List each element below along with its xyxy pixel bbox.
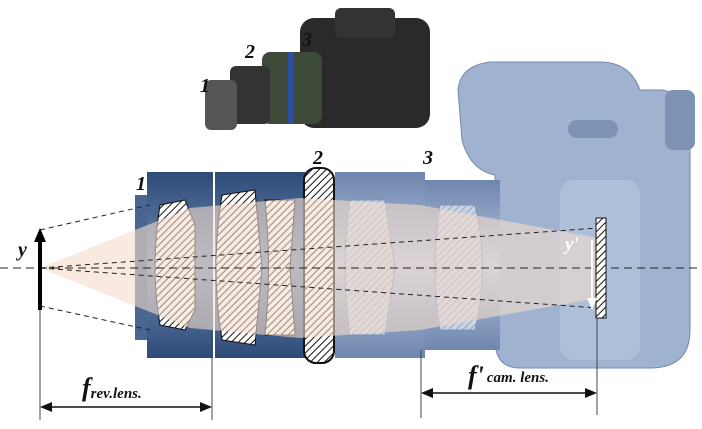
ray-lower xyxy=(39,267,599,309)
ray-marginal-top xyxy=(39,204,151,231)
object-arrow-head xyxy=(34,228,46,242)
focal-rev-dimension xyxy=(39,310,213,420)
ray-upper xyxy=(39,227,599,269)
object-label: y xyxy=(16,239,27,261)
diagram-label-1: 1 xyxy=(136,173,146,195)
photo-label-1: 1 xyxy=(200,75,210,97)
photo-label-3: 3 xyxy=(301,29,312,51)
focal-rev-label: frev.lens. xyxy=(82,373,142,402)
image-arrow-head xyxy=(587,298,597,310)
photo-label-2: 2 xyxy=(244,41,255,63)
image-label: y' xyxy=(563,234,579,255)
ray-marginal-bottom xyxy=(39,305,151,331)
camera-photo xyxy=(205,8,430,130)
focal-cam-label: f'cam. lens. xyxy=(468,361,549,390)
diagram-label-3: 3 xyxy=(422,147,433,169)
diagram-label-2: 2 xyxy=(312,147,323,169)
image-sensor xyxy=(595,217,607,319)
focal-cam-dimension xyxy=(420,318,598,418)
